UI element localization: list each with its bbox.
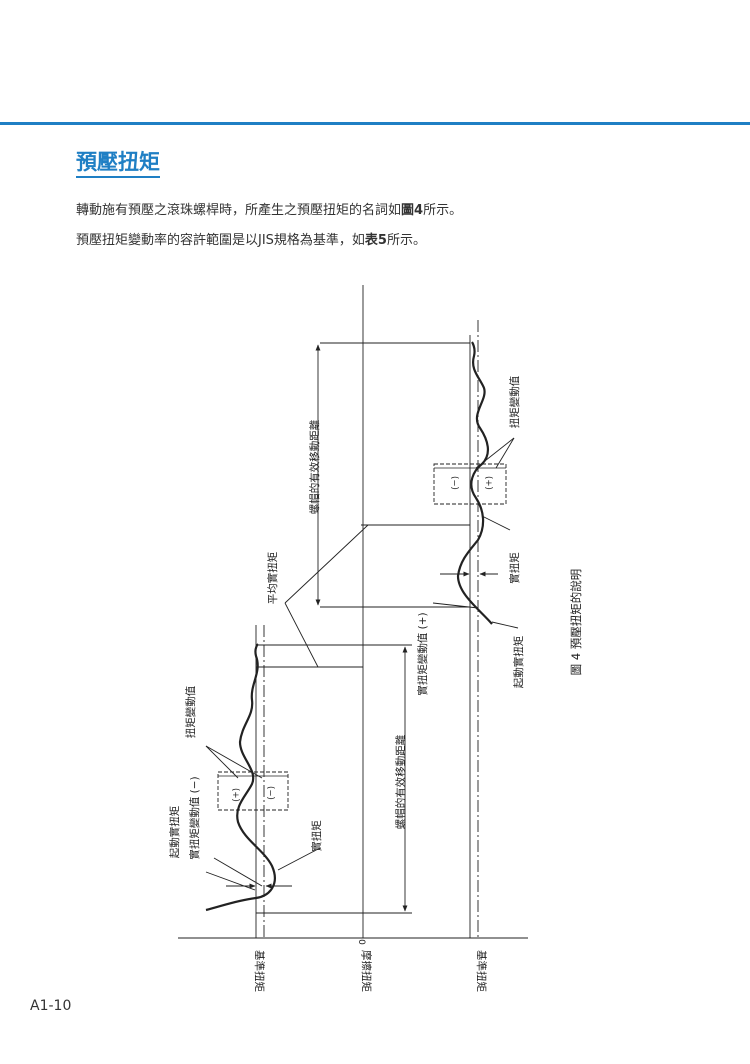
page-title: 預壓扭矩 [76, 150, 160, 179]
right-minus-mark: (−) [449, 476, 459, 490]
p1-text-a: 轉動施有預壓之滾珠螺桿時，所產生之預壓扭矩的名詞如 [76, 203, 402, 218]
intro-paragraph-1: 轉動施有預壓之滾珠螺桿時，所產生之預壓扭矩的名詞如圖4所示。 [76, 202, 462, 220]
figure-reference[interactable]: 圖4 [401, 203, 424, 218]
label-start-actual-torque-left: 起動實扭矩 [168, 806, 181, 859]
label-avg-actual-torque: 平均實扭矩 [266, 552, 279, 605]
leader-var-left-1 [205, 745, 239, 779]
leader-var-plus [432, 602, 479, 609]
table-reference[interactable]: 表5 [364, 233, 387, 248]
leader-start-left [205, 871, 256, 891]
label-effective-travel-right: 螺帽的有效移動距離 [308, 419, 321, 514]
right-torque-curve [456, 341, 493, 625]
label-torque-var-left: 扭矩變動值 [184, 685, 197, 738]
label-start-actual-torque-right: 起動實扭矩 [512, 636, 525, 689]
leader-avg-left [284, 602, 319, 668]
right-plus-mark: (+) [483, 476, 493, 490]
page-number: A1-10 [30, 998, 72, 1014]
label-torque-var-right: 扭矩變動值 [508, 375, 521, 428]
label-actual-torque-right: 實扭矩 [508, 552, 521, 584]
top-rule [0, 122, 750, 125]
p2-text-a: 預壓扭矩變動率的容許範圍是以JIS規格為基準，如 [76, 233, 365, 248]
leader-var-right-1 [475, 437, 515, 469]
label-effective-travel-left: 螺帽的有效移動距離 [394, 734, 407, 829]
p1-text-b: 所示。 [423, 203, 463, 218]
label-base-torque-right: 基準扭矩 [475, 950, 488, 992]
label-actual-torque-left: 實扭矩 [310, 820, 323, 852]
leader-avg-right [284, 524, 369, 604]
left-plus-mark: (+) [230, 788, 240, 802]
leader-actual-left [277, 847, 321, 871]
left-torque-curve [205, 643, 276, 912]
leader-var-left-2 [205, 745, 263, 779]
label-actual-var-minus: 實扭矩變動值 (−) [188, 776, 201, 859]
zero-label: 0 [356, 939, 366, 945]
label-base-torque-left: 基準扭矩 [253, 950, 266, 992]
leader-var-minus [213, 857, 263, 887]
intro-paragraph-2: 預壓扭矩變動率的容許範圍是以JIS規格為基準，如表5所示。 [76, 232, 426, 250]
label-friction-torque: 摩擦扭矩 [360, 950, 373, 992]
right-variation-box [433, 463, 507, 505]
leader-var-right-2 [495, 437, 515, 469]
label-actual-var-plus: 實扭矩變動值 (+) [416, 612, 429, 695]
left-minus-mark: (−) [265, 786, 275, 800]
figure-caption: 圖 4 預壓扭矩的說明 [569, 569, 583, 676]
p2-text-b: 所示。 [386, 233, 426, 248]
leader-start-right [491, 621, 519, 629]
leader-actual-right [481, 515, 511, 531]
